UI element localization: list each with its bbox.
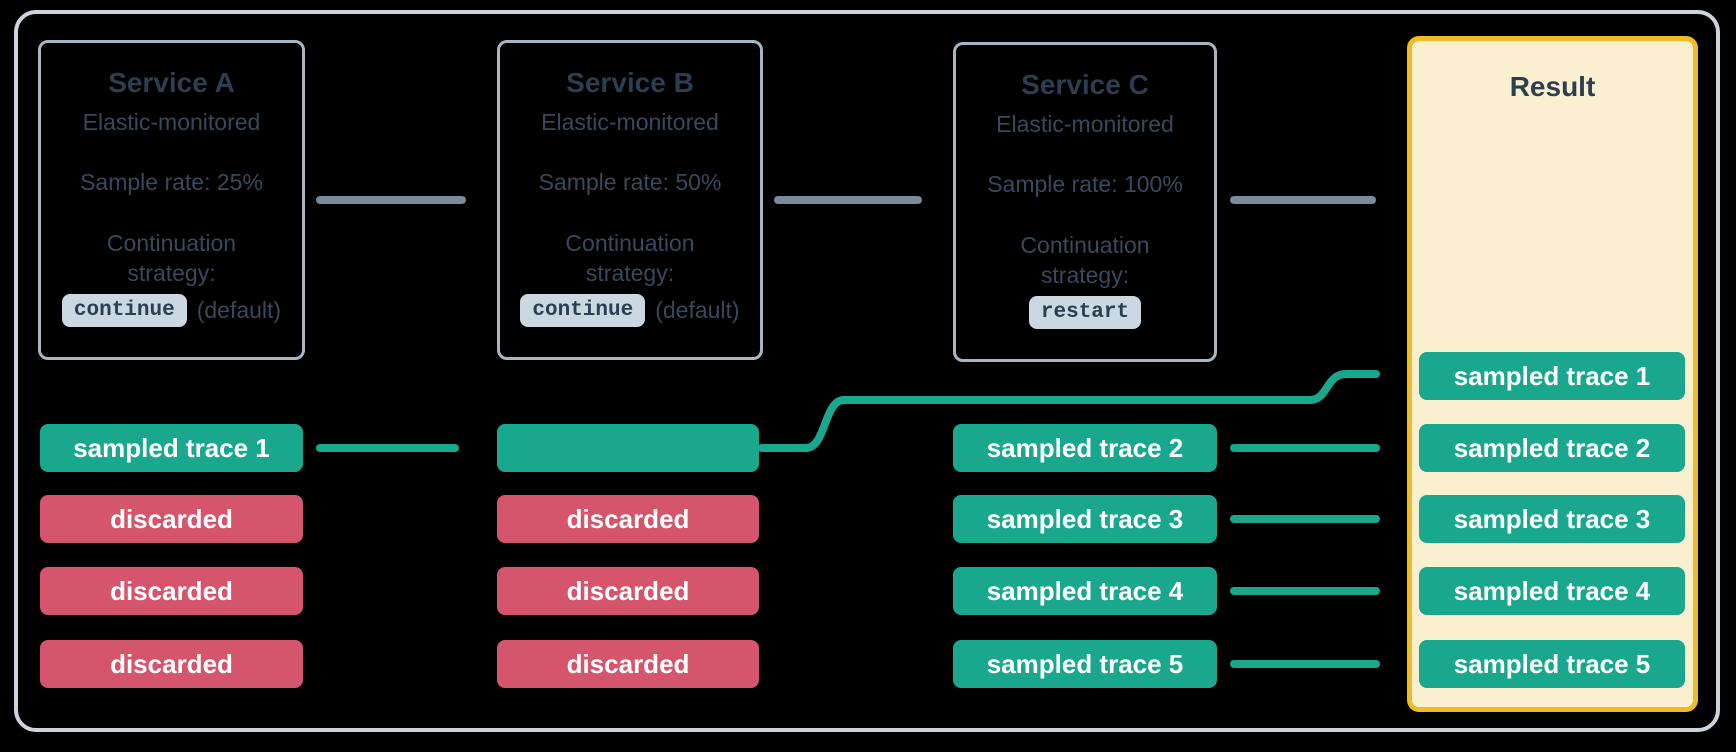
col-c-sampled-trace-4: sampled trace 4 [953,567,1217,615]
service-title: Service B [566,67,694,98]
service-c-box: Service C Elastic-monitored Sample rate:… [953,42,1217,362]
service-sample-rate: Sample rate: 50% [538,169,722,195]
continuation-strategy-chip: continue [520,294,646,327]
result-row-2: sampled trace 2 [1419,424,1685,472]
col-a-discarded-1: discarded [40,495,303,543]
service-sample-rate: Sample rate: 100% [987,171,1183,197]
default-note: (default) [655,297,740,323]
col-b-sampled-trace-unlabeled [497,424,759,472]
service-b-box: Service B Elastic-monitored Sample rate:… [497,40,763,360]
col-c-sampled-trace-3: sampled trace 3 [953,495,1217,543]
continuation-strategy-row: continue (default) [520,294,740,327]
col-c-sampled-trace-5: sampled trace 5 [953,640,1217,688]
continuation-strategy-row: restart [1028,296,1142,329]
diagram-frame [14,10,1720,732]
col-a-sampled-trace-1: sampled trace 1 [40,424,303,472]
result-title: Result [1509,71,1596,102]
continuation-strategy-chip: continue [61,294,187,327]
continuation-strategy-row: continue (default) [61,294,282,327]
continuation-strategy-label: Continuation strategy: [565,230,695,286]
col-c-sampled-trace-2: sampled trace 2 [953,424,1217,472]
result-row-5: sampled trace 5 [1419,640,1685,688]
col-b-discarded-3: discarded [497,640,759,688]
result-row-4: sampled trace 4 [1419,567,1685,615]
result-row-1: sampled trace 1 [1419,352,1685,400]
service-monitoring: Elastic-monitored [541,109,719,135]
default-note: (default) [196,297,282,323]
service-monitoring: Elastic-monitored [82,109,261,135]
service-sample-rate: Sample rate: 25% [80,169,263,195]
continuation-strategy-label: Continuation strategy: [1020,232,1150,288]
continuation-strategy-chip: restart [1028,296,1142,329]
continuation-strategy-label: Continuation strategy: [106,230,237,286]
service-monitoring: Elastic-monitored [996,111,1174,137]
col-a-discarded-2: discarded [40,567,303,615]
service-a-box: Service A Elastic-monitored Sample rate:… [38,40,305,360]
col-a-discarded-3: discarded [40,640,303,688]
col-b-discarded-1: discarded [497,495,759,543]
service-title: Service A [108,67,235,98]
col-b-discarded-2: discarded [497,567,759,615]
service-title: Service C [1021,69,1149,100]
result-row-3: sampled trace 3 [1419,495,1685,543]
